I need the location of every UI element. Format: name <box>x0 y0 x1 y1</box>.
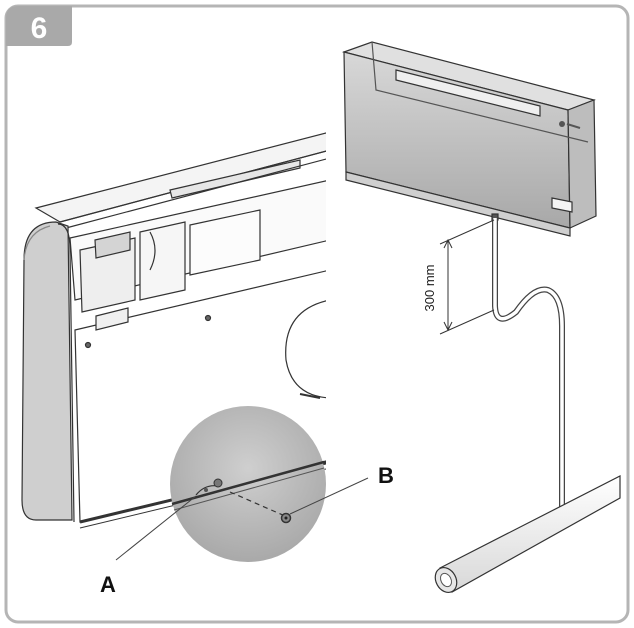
dimension-label: 300 mm <box>422 265 437 312</box>
callout-label-a: A <box>100 572 116 597</box>
drain-pipe <box>492 218 565 520</box>
step-badge: 6 <box>6 6 72 46</box>
magnifier <box>170 406 326 562</box>
step-number: 6 <box>31 12 48 45</box>
dimension-marker <box>439 219 495 335</box>
callout-line-b <box>289 477 369 515</box>
callout-label-b: B <box>378 463 394 488</box>
wall-unit <box>341 41 597 237</box>
callout-line-a <box>115 495 197 561</box>
floor-pipe <box>434 475 621 594</box>
